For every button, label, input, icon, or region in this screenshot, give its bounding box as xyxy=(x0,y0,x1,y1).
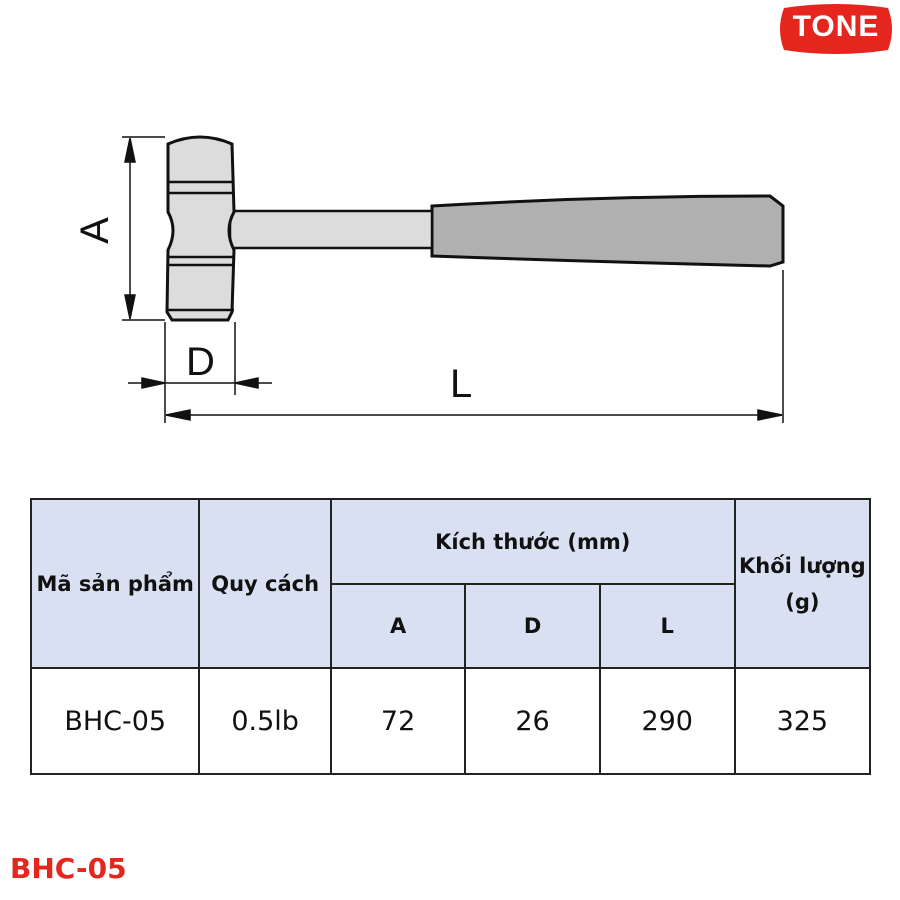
dimension-label-d: D xyxy=(186,340,215,384)
cell-code: BHC-05 xyxy=(29,667,201,775)
header-a: A xyxy=(329,583,467,669)
header-weight: Khối lượng (g) xyxy=(733,498,872,669)
header-d: D xyxy=(464,583,601,669)
tone-logo xyxy=(780,4,892,54)
cell-a: 72 xyxy=(329,667,467,775)
product-code: BHC-05 xyxy=(10,852,127,885)
cell-spec: 0.5lb xyxy=(198,667,332,775)
table-row: BHC-05 0.5lb 72 26 290 325 xyxy=(29,667,872,775)
cell-d: 26 xyxy=(464,667,601,775)
cell-l: 290 xyxy=(598,667,736,775)
hammer-diagram xyxy=(122,135,785,423)
cell-weight: 325 xyxy=(733,667,872,775)
header-spec: Quy cách xyxy=(198,498,332,669)
dimension-label-a: A xyxy=(72,217,117,244)
spec-table: Mã sản phẩm Quy cách Kích thước (mm) Khố… xyxy=(29,498,872,775)
header-dimensions: Kích thước (mm) xyxy=(329,498,736,585)
header-l: L xyxy=(598,583,736,669)
header-code: Mã sản phẩm xyxy=(29,498,201,669)
logo-text: TONE xyxy=(792,10,880,43)
dimension-label-l: L xyxy=(450,362,473,406)
